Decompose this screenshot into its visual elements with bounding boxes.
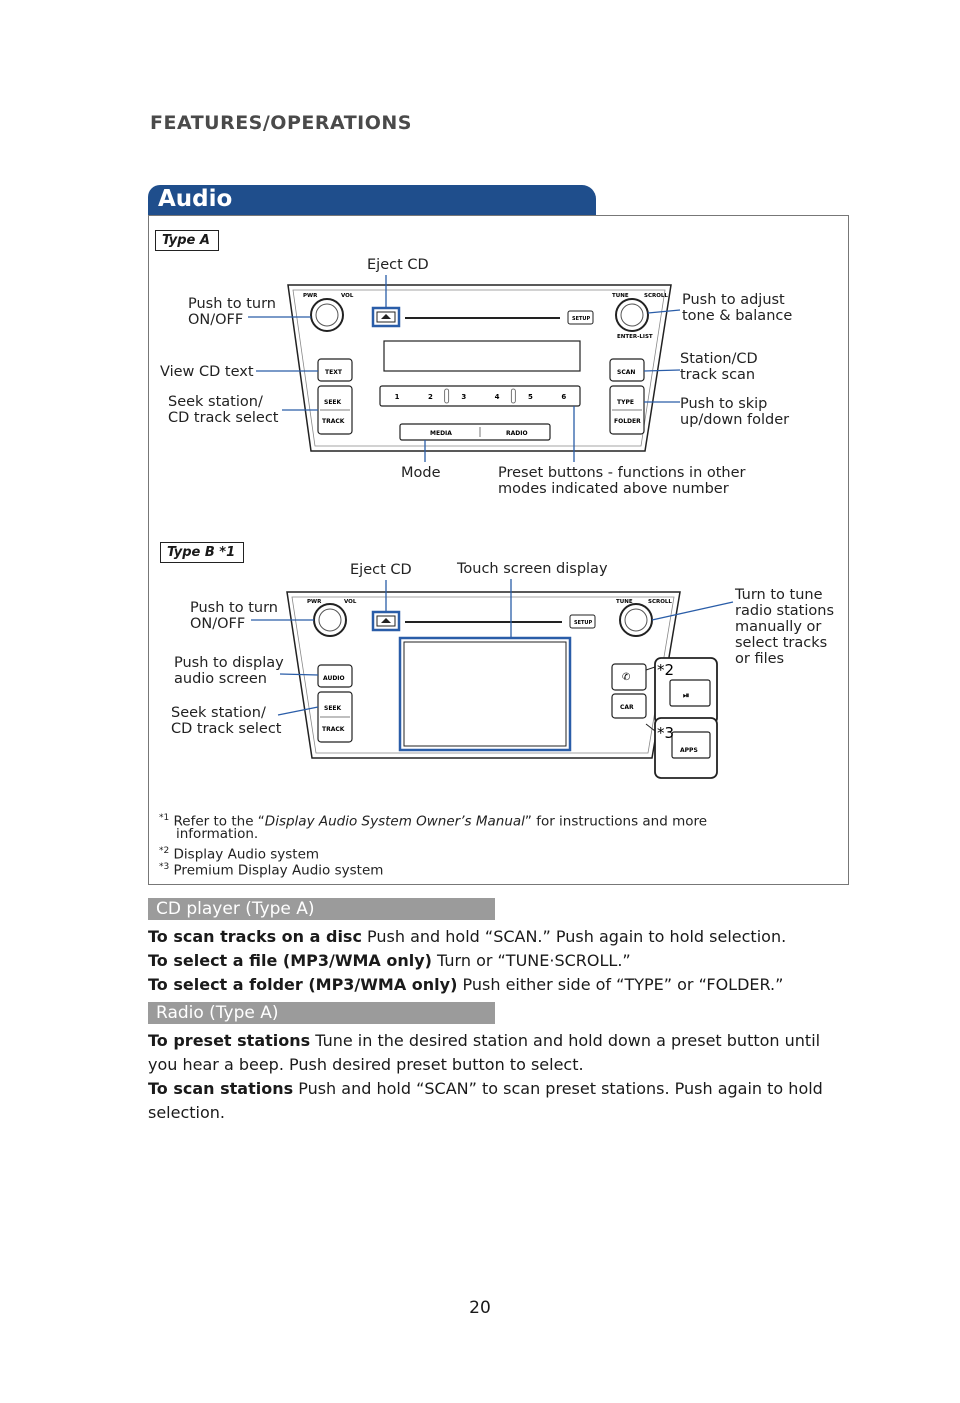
cd-item-1: To select a file (MP3/WMA only) Turn or … bbox=[148, 951, 631, 970]
setup-text: SETUP bbox=[572, 316, 590, 322]
cd-item-0: To scan tracks on a disc Push and hold “… bbox=[148, 927, 787, 946]
footnote-1-suffix: ” for instructions and more bbox=[524, 813, 708, 830]
pwr-text: PWR bbox=[303, 293, 318, 299]
preset-divider bbox=[510, 388, 516, 404]
footnote-1-mark: *1 bbox=[159, 813, 170, 823]
cd-item-2: To select a folder (MP3/WMA only) Push e… bbox=[148, 975, 784, 994]
footnote-1-line2: information. bbox=[176, 826, 259, 842]
radio-text: RADIO bbox=[506, 430, 528, 437]
enter-list-text: ENTER-LIST bbox=[617, 334, 653, 340]
type-a-power-label: Push to turn ON/OFF bbox=[188, 296, 276, 328]
mark-2: *2 bbox=[657, 661, 674, 679]
b-vol-text: VOL bbox=[344, 599, 357, 605]
radio-item-1: To scan stations Push and hold “SCAN” to… bbox=[148, 1079, 823, 1122]
preset-buttons[interactable]: 1 2 3 4 5 6 bbox=[395, 388, 567, 404]
play-pause-icon: ⏯ bbox=[683, 691, 689, 700]
scan-text: SCAN bbox=[617, 369, 635, 376]
type-b-tune-label: Turn to tune radio stations manually or … bbox=[735, 587, 835, 667]
radio-heading: Radio (Type A) bbox=[148, 1002, 495, 1024]
b-seek-text: SEEK bbox=[324, 705, 342, 712]
preset-3-label[interactable]: 3 bbox=[461, 393, 466, 401]
cd-player-body: To scan tracks on a disc Push and hold “… bbox=[148, 925, 848, 997]
type-a-mode-label: Mode bbox=[401, 465, 441, 481]
type-a-label: Type A bbox=[155, 230, 219, 251]
media-text: MEDIA bbox=[430, 430, 452, 437]
preset-divider bbox=[444, 388, 450, 404]
cd-player-heading: CD player (Type A) bbox=[148, 898, 495, 920]
audio-tab-label: Audio bbox=[158, 186, 233, 212]
apps-text: APPS bbox=[680, 747, 698, 754]
phone-icon: ✆ bbox=[622, 672, 630, 683]
type-b-touch-label: Touch screen display bbox=[457, 561, 608, 577]
footnote-2-mark: *2 bbox=[159, 846, 170, 856]
footnote-3: *3 Premium Display Audio system bbox=[159, 860, 383, 879]
footnote-1: *1 Refer to the “Display Audio System Ow… bbox=[159, 811, 839, 830]
b-track-text: TRACK bbox=[322, 726, 345, 733]
type-b-power-label: Push to turn ON/OFF bbox=[190, 600, 278, 632]
footnote-2: *2 Display Audio system bbox=[159, 844, 319, 863]
radio-body: To preset stations Tune in the desired s… bbox=[148, 1029, 848, 1125]
preset-1-label[interactable]: 1 bbox=[395, 393, 400, 401]
vol-text: VOL bbox=[341, 293, 354, 299]
preset-2-label[interactable]: 2 bbox=[428, 393, 433, 401]
type-a-head-unit: PWR VOL TUNE SCROLL ENTER-LIST SETUP TEX… bbox=[248, 275, 681, 462]
b-tune-text: TUNE bbox=[616, 599, 633, 605]
footnote-3-text: Premium Display Audio system bbox=[173, 862, 384, 879]
type-a-preset-label: Preset buttons - functions in other mode… bbox=[498, 465, 746, 497]
type-a-scan-label: Station/CD track scan bbox=[680, 351, 758, 383]
footnote-3-mark: *3 bbox=[159, 862, 170, 872]
audio-tab: Audio bbox=[148, 185, 596, 215]
preset-6-label[interactable]: 6 bbox=[561, 393, 566, 401]
b-scroll-text: SCROLL bbox=[648, 599, 672, 605]
type-b-seek-label: Seek station/ CD track select bbox=[171, 705, 282, 737]
preset-4-label[interactable]: 4 bbox=[495, 393, 500, 401]
footnote-1-prefix: Refer to the “ bbox=[173, 813, 265, 830]
mark-3: *3 bbox=[657, 724, 674, 742]
seek-text: SEEK bbox=[324, 399, 342, 406]
type-a-seek-label: Seek station/ CD track select bbox=[168, 394, 279, 426]
radio-item-0: To preset stations Tune in the desired s… bbox=[148, 1031, 821, 1074]
type-a-view-text-label: View CD text bbox=[160, 364, 254, 380]
type-b-head-unit: PWR VOL TUNE SCROLL SETUP AUDIO SEEK TRA… bbox=[251, 579, 734, 779]
type-b-audio-label: Push to display audio screen bbox=[174, 655, 284, 687]
type-a-tune-label: Push to adjust tone & balance bbox=[682, 292, 793, 324]
audio-button-text: AUDIO bbox=[323, 675, 345, 682]
type-b-eject-label: Eject CD bbox=[350, 562, 412, 578]
type-text: TYPE bbox=[617, 399, 634, 406]
b-setup-text: SETUP bbox=[574, 620, 592, 626]
type-a-folder-label: Push to skip up/down folder bbox=[680, 396, 790, 428]
footnote-2-text: Display Audio system bbox=[173, 846, 320, 863]
scroll-text: SCROLL bbox=[644, 293, 668, 299]
footnote-1-italic: Display Audio System Owner’s Manual bbox=[264, 813, 525, 830]
type-a-eject-label: Eject CD bbox=[367, 257, 429, 273]
section-title: FEATURES/OPERATIONS bbox=[150, 112, 412, 134]
preset-5-label[interactable]: 5 bbox=[528, 393, 533, 401]
page-number: 20 bbox=[469, 1298, 491, 1318]
b-pwr-text: PWR bbox=[307, 599, 322, 605]
type-b-label: Type B *1 bbox=[160, 542, 245, 563]
folder-text: FOLDER bbox=[614, 418, 641, 425]
text-button-text: TEXT bbox=[325, 369, 343, 376]
car-text: CAR bbox=[620, 704, 634, 711]
track-text: TRACK bbox=[322, 418, 345, 425]
tune-text: TUNE bbox=[612, 293, 629, 299]
